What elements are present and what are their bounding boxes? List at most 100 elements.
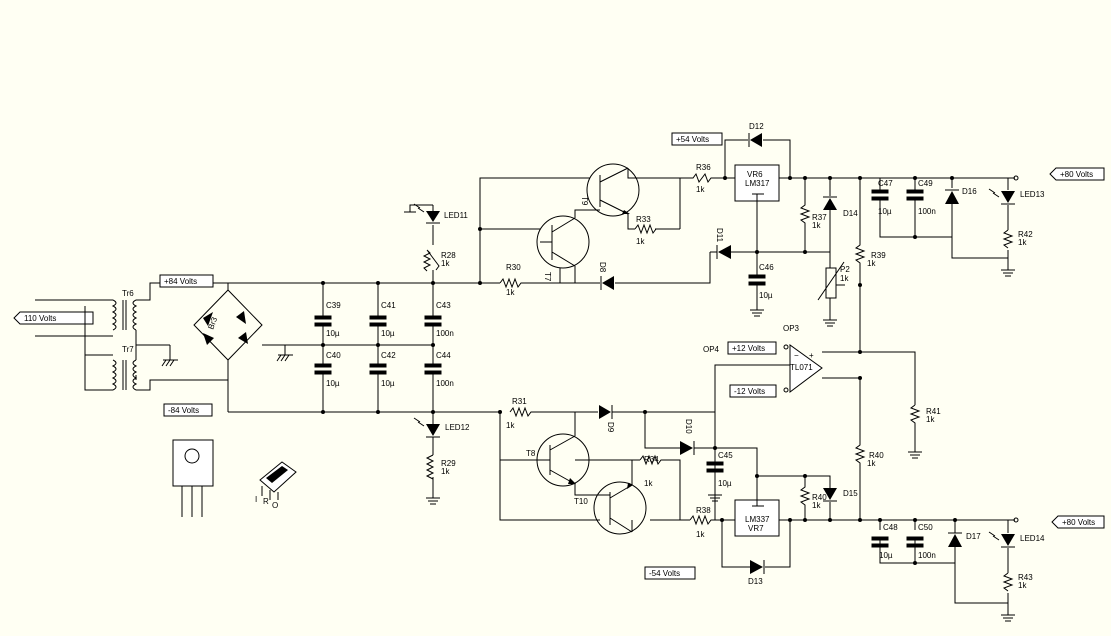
svg-text:R39: R39 bbox=[871, 251, 886, 260]
svg-text:R30: R30 bbox=[506, 263, 521, 272]
svg-text:R29: R29 bbox=[441, 459, 456, 468]
to220-package-icon bbox=[172, 439, 214, 517]
svg-text:R42: R42 bbox=[1018, 230, 1033, 239]
transistor-t7: T7 bbox=[536, 215, 590, 282]
svg-text:OP3: OP3 bbox=[783, 324, 800, 333]
svg-text:C46: C46 bbox=[759, 263, 774, 272]
svg-text:1k: 1k bbox=[696, 530, 705, 539]
svg-text:1k: 1k bbox=[696, 185, 705, 194]
svg-text:T7: T7 bbox=[543, 272, 552, 282]
r36: R38 1k bbox=[689, 506, 735, 539]
svg-text:1k: 1k bbox=[812, 501, 821, 510]
svg-text:R: R bbox=[263, 497, 269, 506]
svg-text:10µ: 10µ bbox=[381, 329, 395, 338]
svg-text:TL071: TL071 bbox=[790, 363, 813, 372]
svg-text:100n: 100n bbox=[918, 551, 936, 560]
svg-text:C43: C43 bbox=[436, 301, 451, 310]
svg-text:C40: C40 bbox=[326, 351, 341, 360]
svg-text:1k: 1k bbox=[1018, 581, 1027, 590]
svg-text:−: − bbox=[794, 351, 799, 360]
svg-text:C44: C44 bbox=[436, 351, 451, 360]
svg-text:-54 Volts: -54 Volts bbox=[649, 569, 680, 578]
flag-neg12: -12 Volts bbox=[729, 384, 777, 398]
c46: C46 10µ bbox=[748, 263, 774, 317]
svg-text:1k: 1k bbox=[867, 259, 876, 268]
diode-d10: D10 bbox=[680, 419, 715, 455]
svg-text:100n: 100n bbox=[436, 379, 454, 388]
svg-text:-12 Volts: -12 Volts bbox=[734, 387, 765, 396]
svg-text:10µ: 10µ bbox=[879, 551, 893, 560]
svg-text:1k: 1k bbox=[840, 274, 849, 283]
flag-out-bottom: +80 Volts bbox=[1051, 515, 1105, 529]
svg-text:+80 Volts: +80 Volts bbox=[1060, 170, 1093, 179]
svg-text:R38: R38 bbox=[696, 506, 711, 515]
svg-text:R41: R41 bbox=[926, 407, 941, 416]
r39: R39 1k bbox=[854, 178, 886, 352]
svg-text:1k: 1k bbox=[506, 421, 515, 430]
svg-text:D12: D12 bbox=[749, 122, 764, 131]
r40: R39 R40 1k bbox=[854, 378, 884, 520]
c40-label: C40 10µ bbox=[326, 351, 341, 388]
r30: R30 1k bbox=[499, 263, 561, 297]
svg-text:D17: D17 bbox=[966, 532, 981, 541]
svg-text:C41: C41 bbox=[381, 301, 396, 310]
svg-text:C49: C49 bbox=[918, 179, 933, 188]
diode-d17: D17 bbox=[948, 520, 1008, 604]
svg-text:+12 Volts: +12 Volts bbox=[732, 344, 765, 353]
svg-text:C48: C48 bbox=[883, 523, 898, 532]
svg-text:C42: C42 bbox=[381, 351, 396, 360]
regulator-vr6: VR6 LM317 bbox=[734, 164, 780, 202]
tr6-label: Tr6 bbox=[122, 289, 134, 298]
flag-neg54: -54 Volts bbox=[644, 566, 696, 580]
svg-text:R36: R36 bbox=[696, 163, 711, 172]
tr7-label: Tr7 bbox=[122, 345, 134, 354]
svg-text:10µ: 10µ bbox=[381, 379, 395, 388]
bridge-label: Br3 bbox=[206, 315, 219, 330]
svg-text:I: I bbox=[255, 495, 257, 504]
svg-text:LED14: LED14 bbox=[1020, 534, 1045, 543]
svg-text:D15: D15 bbox=[843, 489, 858, 498]
svg-text:LED12: LED12 bbox=[445, 423, 470, 432]
r33: R33 1k bbox=[634, 215, 657, 246]
svg-text:+80 Volts: +80 Volts bbox=[1062, 518, 1095, 527]
c41-label: C41 10µ bbox=[381, 301, 396, 338]
svg-text:T10: T10 bbox=[574, 497, 588, 506]
svg-text:10µ: 10µ bbox=[326, 379, 340, 388]
led12: LED12 bbox=[413, 412, 470, 505]
ac-input-label: 110 Volts bbox=[24, 314, 56, 323]
flag-neg84-label: -84 Volts bbox=[168, 406, 199, 415]
r34: R34 1k bbox=[639, 454, 681, 520]
to92-package-icon: I R O bbox=[255, 461, 297, 510]
ground-filter bbox=[276, 354, 293, 362]
regulator-vr7: LM337 VR7 bbox=[734, 499, 780, 537]
transformer-tr7: Tr7 bbox=[111, 345, 138, 391]
svg-text:C45: C45 bbox=[718, 451, 733, 460]
svg-text:D10: D10 bbox=[684, 419, 693, 434]
diode-d13: D13 bbox=[748, 560, 765, 586]
svg-text:1k: 1k bbox=[867, 459, 876, 468]
svg-text:P2: P2 bbox=[840, 265, 850, 274]
r31: R31 1k bbox=[506, 397, 598, 430]
svg-text:LED11: LED11 bbox=[444, 211, 468, 220]
c45: C45 10µ bbox=[706, 448, 733, 502]
r35: R36 1k bbox=[680, 163, 735, 194]
svg-text:O: O bbox=[272, 501, 278, 510]
svg-text:LED13: LED13 bbox=[1020, 190, 1045, 199]
r38: R40 1k bbox=[757, 475, 827, 520]
opamp-op3: − + TL071 OP3 OP4 bbox=[703, 324, 823, 393]
diode-d8: D8 bbox=[575, 252, 711, 290]
svg-text:10µ: 10µ bbox=[878, 207, 892, 216]
svg-text:R40: R40 bbox=[812, 493, 827, 502]
svg-text:10µ: 10µ bbox=[326, 329, 340, 338]
svg-text:R37: R37 bbox=[812, 213, 827, 222]
diode-d15: D15 bbox=[805, 475, 858, 520]
diode-d16: D16 bbox=[945, 178, 1008, 259]
svg-text:100n: 100n bbox=[918, 207, 936, 216]
svg-text:D9: D9 bbox=[606, 422, 615, 433]
svg-text:R40: R40 bbox=[869, 451, 884, 460]
flag-neg84: -84 Volts bbox=[163, 403, 213, 417]
